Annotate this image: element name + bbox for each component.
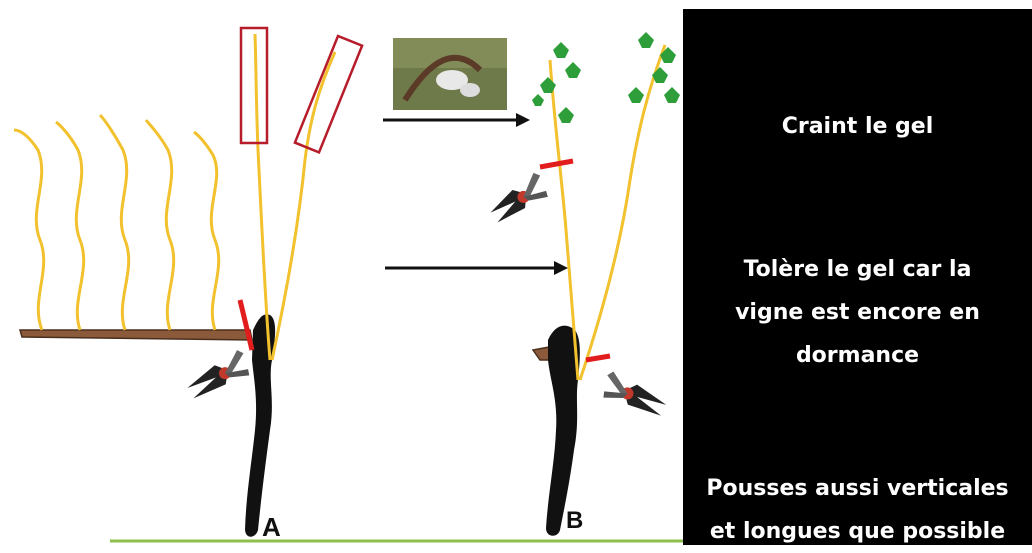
cane-a-right <box>272 52 335 360</box>
info-panel: Craint le gel Tolère le gel car la vigne… <box>683 9 1032 545</box>
pruning-shears-icon <box>486 171 553 229</box>
label-plant-a: A <box>262 512 281 542</box>
shoots-on-old-cane-a <box>14 115 219 330</box>
vine-b: B <box>486 32 680 536</box>
leaves-b-left <box>532 42 581 123</box>
arrow-middle <box>385 261 568 275</box>
info-text-frost-sensitive: Craint le gel <box>683 105 1032 148</box>
arrow-top <box>383 113 530 127</box>
info-text-shoots: Pousses aussi verticales et longues que … <box>683 467 1032 553</box>
cut-mark-b-lower <box>586 356 610 360</box>
cut-mark-a <box>240 300 252 350</box>
leaves-b-right <box>628 32 680 103</box>
pruning-shears-icon <box>183 348 254 405</box>
vine-a: A <box>14 28 362 542</box>
old-cane-a <box>20 330 252 340</box>
info-text-frost-tolerant: Tolère le gel car la vigne est encore en… <box>683 248 1032 377</box>
label-plant-b: B <box>566 507 583 534</box>
frost-bud-photo <box>393 38 507 110</box>
cane-b-right <box>580 45 665 380</box>
pruning-shears-icon <box>598 370 670 423</box>
cane-tip-highlight-right <box>295 36 362 152</box>
cut-mark-b-upper <box>540 161 573 167</box>
